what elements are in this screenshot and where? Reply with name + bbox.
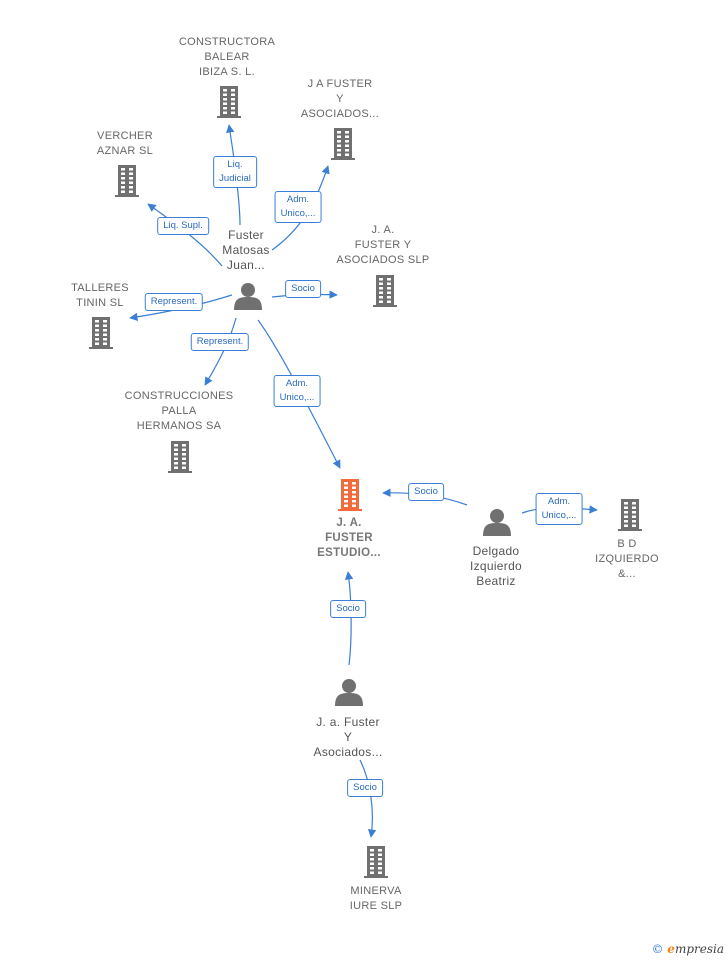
node-label-ja-fuster-asociados-slp[interactable]: J. A. FUSTER Y ASOCIADOS SLP (336, 223, 429, 268)
edge-label-line: Represent. (196, 336, 244, 347)
node-label-vercher-aznar[interactable]: VERCHER AZNAR SL (97, 129, 153, 159)
empresia-logo: © empresia (651, 942, 724, 956)
node-label-line: MINERVA (350, 885, 402, 897)
node-label-line: IZQUIERDO (595, 553, 659, 565)
building-icon[interactable] (373, 275, 397, 307)
node-label-line: TALLERES (71, 282, 129, 294)
edge-label[interactable]: Socio (285, 280, 321, 298)
edge-label-line: Represent. (150, 296, 198, 307)
edge-label-line: Liq. Supl. (163, 220, 203, 231)
node-label-line: Juan... (226, 258, 266, 272)
node-label-line: FUSTER (325, 532, 373, 544)
building-icon[interactable] (89, 317, 113, 349)
edge-label-line: Socio (414, 486, 438, 497)
node-label-bd-izquierdo[interactable]: B D IZQUIERDO &... (595, 537, 659, 582)
node-label-line: IBIZA S. L. (199, 66, 255, 78)
node-label-line: Y (336, 93, 344, 105)
node-label-line: FUSTER Y (354, 239, 412, 251)
building-icon[interactable] (168, 441, 192, 473)
node-label-line: Asociados... (313, 745, 383, 759)
node-label-line: VERCHER (97, 130, 153, 142)
person-icon[interactable] (335, 679, 363, 706)
node-label-line: J A FUSTER (307, 78, 373, 90)
node-label-line: PALLA (161, 405, 197, 417)
edge-label-line: Judicial (219, 173, 251, 184)
node-label-line: Izquierdo (469, 559, 523, 573)
node-label-line: J. a. Fuster (316, 715, 380, 729)
building-icon[interactable] (364, 846, 388, 878)
node-label-line: ASOCIADOS... (300, 108, 380, 120)
node-label-line: Delgado (472, 544, 520, 558)
node-label-line: ASOCIADOS SLP (336, 254, 430, 266)
edge-ja_fuster_asociados_person-to-ja_fuster_estudio (344, 571, 354, 666)
node-label-line: ESTUDIO... (317, 547, 381, 559)
edge-fuster_matosas-to-construcciones_palla (204, 317, 237, 386)
node-label-line: HERMANOS SA (136, 420, 222, 432)
node-label-ja-fuster-asociados-top[interactable]: J A FUSTER Y ASOCIADOS... (301, 77, 379, 122)
edge-label[interactable]: Liq. Supl. (157, 217, 209, 235)
edge-label-line: Adm. (547, 496, 571, 507)
node-label-line: AZNAR SL (96, 145, 154, 157)
edge-label[interactable]: Socio (330, 600, 366, 618)
node-label-constructora-balear[interactable]: CONSTRUCTORA BALEAR IBIZA S. L. (179, 35, 275, 80)
node-label-ja-fuster-estudio[interactable]: J. A. FUSTER ESTUDIO... (317, 516, 381, 561)
node-label-line: Fuster (228, 228, 264, 242)
node-label-line: CONSTRUCCIONES (124, 390, 234, 402)
edge-label-line: Unico,... (541, 510, 577, 521)
node-label-line: &... (618, 568, 636, 580)
edge-fuster_matosas-to-vercher_aznar (147, 203, 223, 267)
edge-label[interactable]: Socio (408, 483, 444, 501)
edge-label-line: Socio (336, 603, 360, 614)
edge-label-line: Socio (291, 283, 315, 294)
edge-label-line: Liq. (227, 159, 243, 170)
person-icon[interactable] (483, 509, 511, 536)
edge-label[interactable]: Socio (347, 779, 383, 797)
edge-label-line: Adm. (285, 378, 309, 389)
node-label-line: J. A. (371, 224, 395, 236)
edge-label[interactable]: Represent. (190, 333, 250, 351)
edge-label-line: Unico,... (279, 392, 315, 403)
building-icon[interactable] (618, 499, 642, 531)
edge-label-line: Unico,... (280, 208, 316, 219)
edge-label[interactable]: Adm. Unico,... (535, 493, 583, 525)
edge-ja_fuster_asociados_person-to-minerva_iure (359, 759, 377, 838)
node-label-line: B D (617, 538, 637, 550)
node-label-line: Y (343, 730, 353, 744)
building-icon[interactable] (115, 165, 139, 197)
edge-label[interactable]: Liq. Judicial (213, 156, 257, 188)
building-icon[interactable] (217, 86, 241, 118)
node-label-construcciones-palla[interactable]: CONSTRUCCIONES PALLA HERMANOS SA (125, 389, 234, 434)
node-label-line: Matosas (222, 243, 270, 257)
node-label-line: J. A. (336, 517, 362, 529)
node-label-line: Beatriz (476, 574, 516, 588)
node-label-line: BALEAR (204, 51, 250, 63)
edge-label-line: Socio (353, 782, 377, 793)
building-icon[interactable] (338, 479, 362, 511)
person-icon[interactable] (234, 283, 262, 310)
node-label-line: TININ SL (76, 297, 124, 309)
node-label-line: IURE SLP (349, 900, 403, 912)
building-icon[interactable] (331, 128, 355, 160)
edge-label[interactable]: Represent. (144, 293, 204, 311)
node-label-line: CONSTRUCTORA (178, 36, 276, 48)
node-label-talleres-tinin[interactable]: TALLERES TININ SL (71, 281, 129, 311)
edge-label[interactable]: Adm. Unico,... (274, 191, 322, 223)
edge-label[interactable]: Adm. Unico,... (273, 375, 321, 407)
edge-label-line: Adm. (286, 194, 310, 205)
node-label-minerva-iure[interactable]: MINERVA IURE SLP (350, 884, 403, 914)
